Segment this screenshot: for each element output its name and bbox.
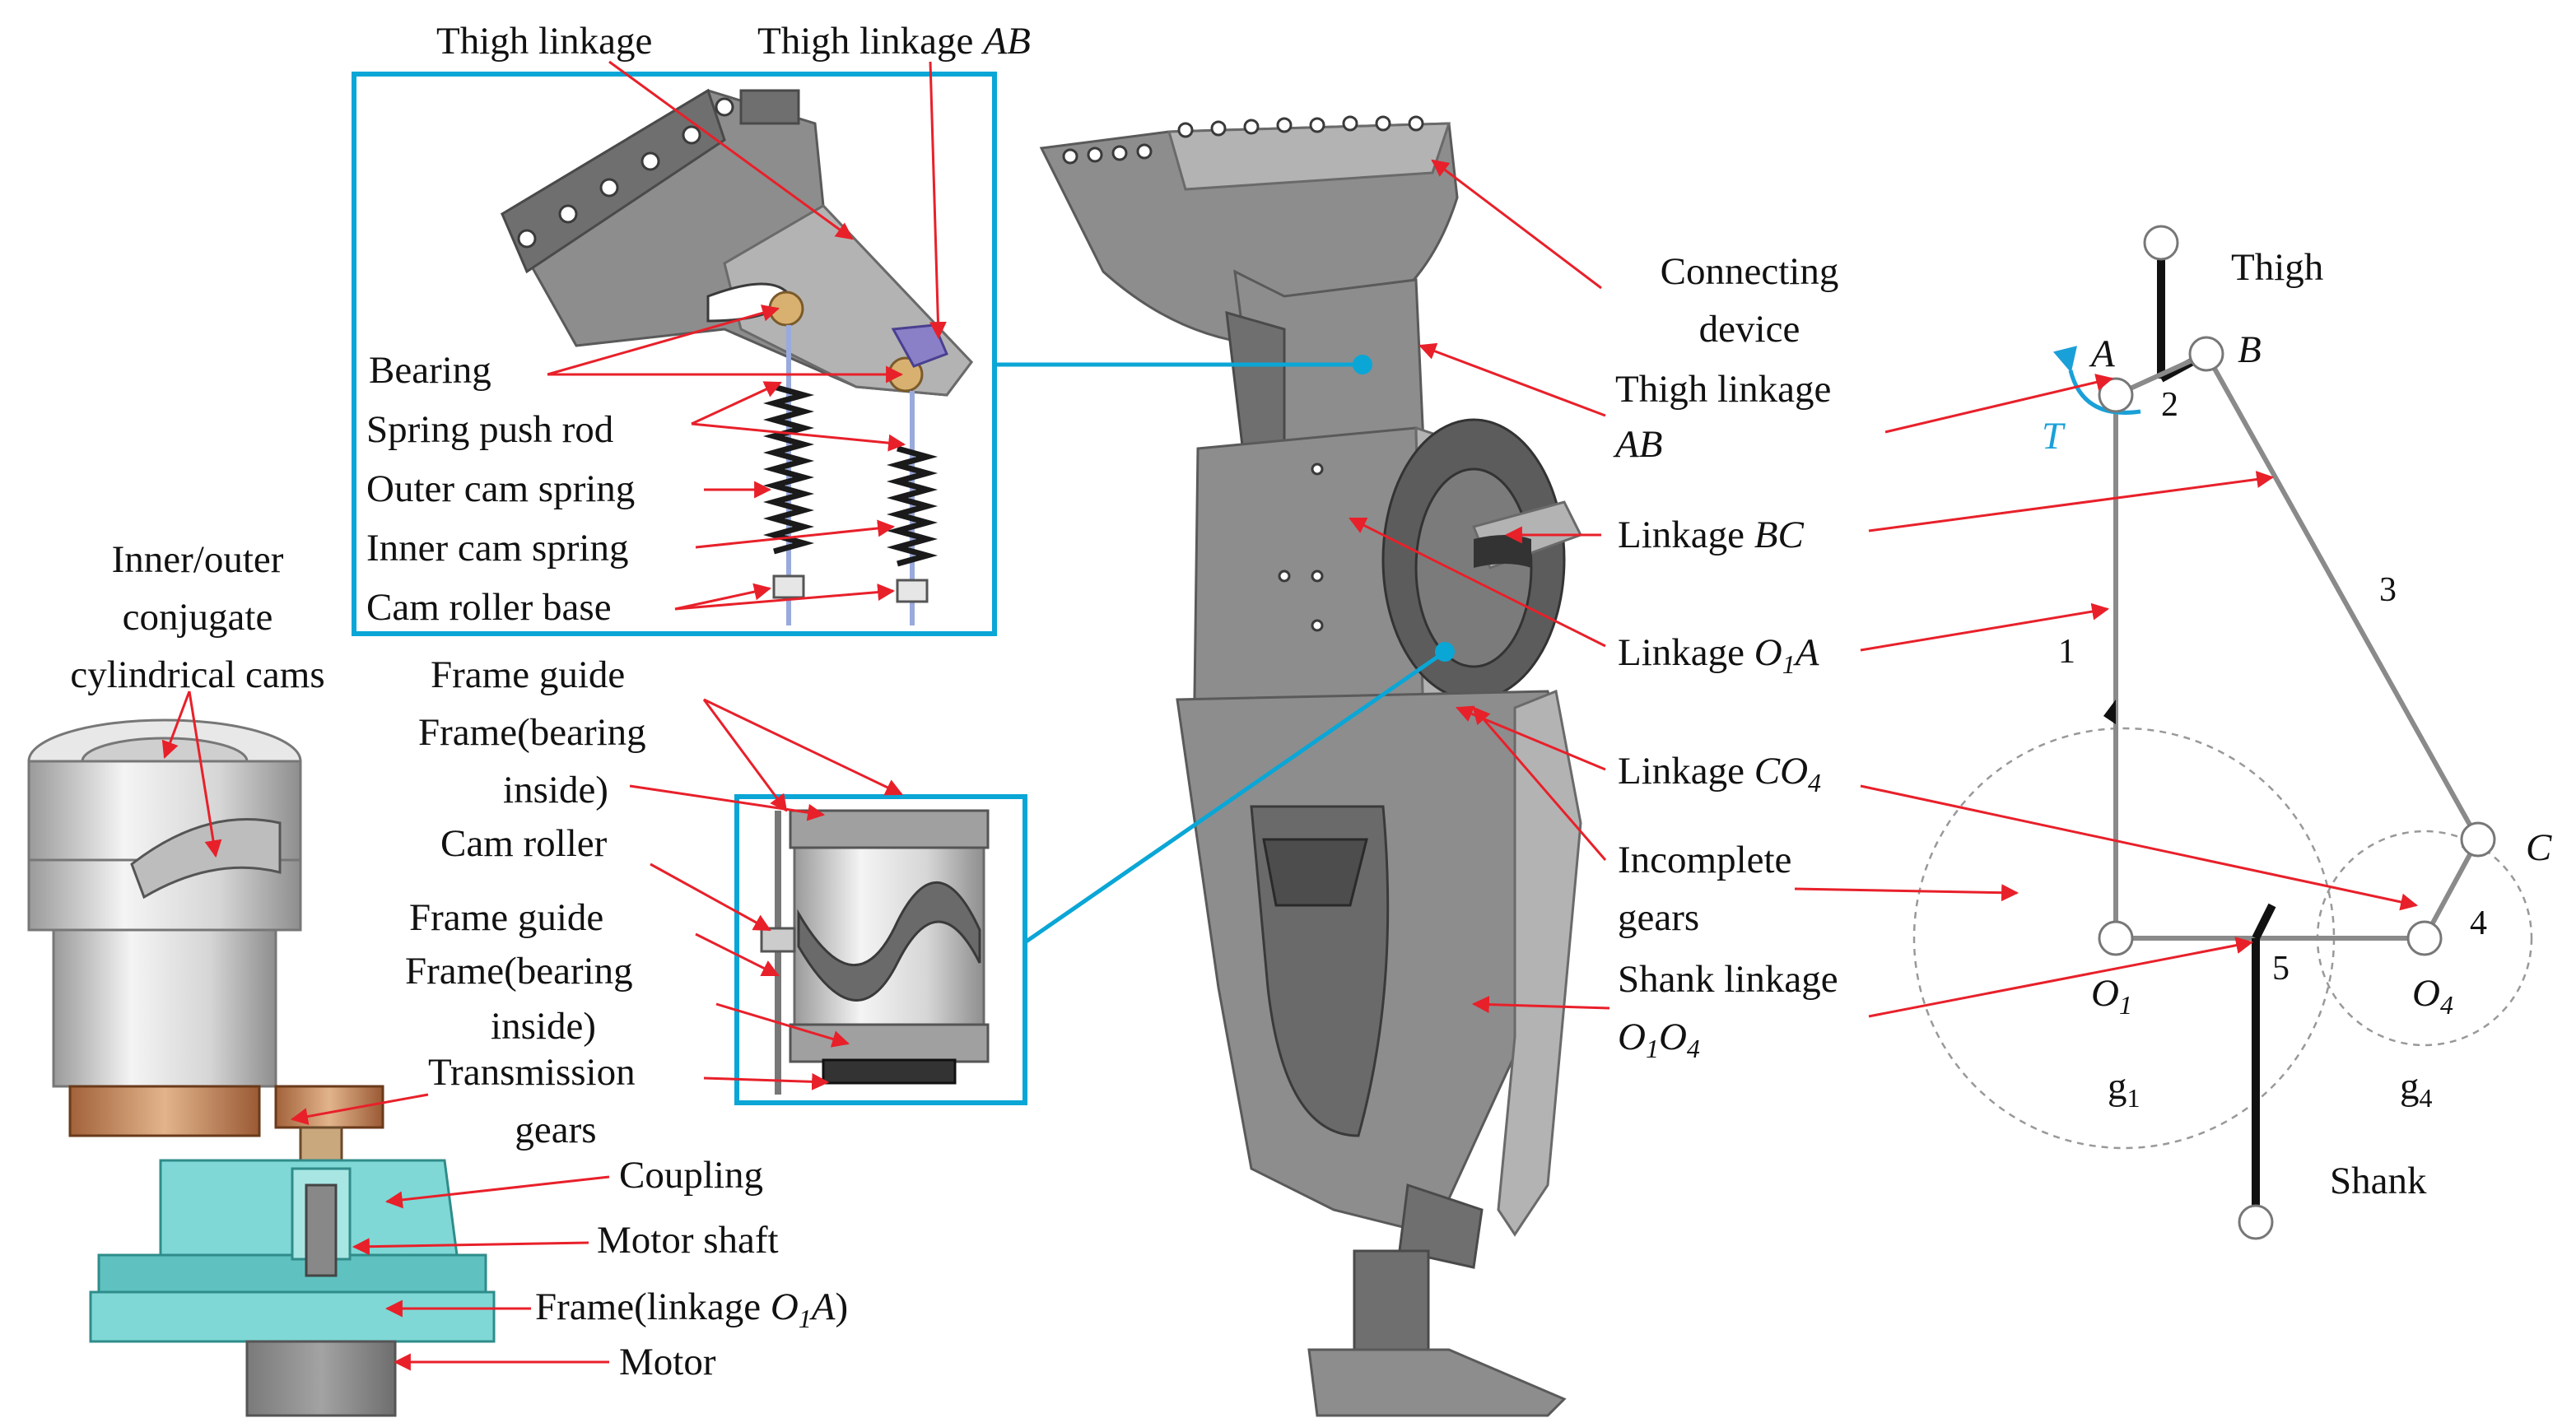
label-coupling: Coupling [619, 1154, 763, 1197]
joint-o1 [2098, 920, 2134, 956]
cam-motor-assembly [27, 718, 496, 1417]
label-connecting-2: device [1699, 308, 1800, 351]
label-incomplete-2: gears [1618, 896, 1699, 939]
label-frame-linkage: Frame(linkage O1A) [535, 1285, 848, 1333]
schematic-link-1: 1 [2058, 633, 2075, 671]
label-bearing: Bearing [369, 349, 491, 392]
label-frame-bearing-1a: Frame(bearing [418, 711, 646, 754]
label-thigh-linkage-ab-2: AB [1613, 423, 1662, 466]
spring-detail-box [352, 72, 997, 636]
label-inner-outer-2: conjugate [123, 596, 273, 639]
link-3 [2204, 352, 2481, 841]
knee-prosthesis-render [1039, 115, 1583, 1417]
link-4 [2422, 838, 2481, 940]
leader-arrows [161, 60, 2419, 1371]
schematic-point-b: B [2238, 328, 2262, 371]
schematic-point-a: A [2089, 332, 2115, 375]
schematic-shank-label: Shank [2330, 1160, 2427, 1202]
label-connecting-1: Connecting [1661, 250, 1839, 293]
schematic-link-5: 5 [2272, 950, 2290, 988]
joint-b [2188, 336, 2224, 372]
label-shank-linkage-1: Shank linkage [1618, 958, 1838, 1001]
label-shank-linkage-2: O1O4 [1618, 1016, 1700, 1063]
label-frame-bearing-2b: inside) [491, 1005, 596, 1048]
label-frame-guide-1: Frame guide [431, 653, 625, 696]
spring-detail-callout [352, 72, 997, 636]
label-inner-outer-3: cylindrical cams [70, 653, 324, 696]
label-thigh-linkage: Thigh linkage [436, 20, 652, 63]
schematic-link-4: 4 [2470, 904, 2487, 942]
connecting-device-holes [1062, 115, 1424, 165]
cam-detail-callout [734, 794, 1027, 1105]
label-spring-push-rod: Spring push rod [366, 408, 613, 451]
label-cam-roller-base: Cam roller base [366, 586, 612, 629]
schematic-torque-t: T [2042, 415, 2066, 458]
label-motor-shaft: Motor shaft [597, 1219, 779, 1262]
label-frame-bearing-2a: Frame(bearing [405, 950, 633, 993]
joint-shank-bottom [2238, 1204, 2274, 1240]
label-frame-bearing-1b: inside) [503, 769, 608, 811]
label-linkage-o1a: Linkage O1A [1618, 631, 1819, 679]
label-linkage-co4: Linkage CO4 [1618, 750, 1821, 797]
label-transmission-1: Transmission [428, 1051, 636, 1094]
joint-o4 [2406, 920, 2443, 956]
label-linkage-bc: Linkage BC [1618, 514, 1804, 556]
label-frame-guide-2: Frame guide [409, 896, 603, 939]
label-inner-cam-spring: Inner cam spring [366, 527, 628, 570]
schematic-link-2: 2 [2161, 386, 2178, 424]
thigh-linkage-part [500, 88, 973, 397]
label-outer-cam-spring: Outer cam spring [366, 467, 635, 510]
linkage-schematic: Thigh Shank A B C T O1 O4 g1 g4 1 2 3 4 … [1912, 225, 2552, 1240]
label-incomplete-1: Incomplete [1618, 839, 1791, 881]
joint-a [2098, 377, 2134, 413]
label-inner-outer-1: Inner/outer [112, 538, 284, 581]
schematic-point-c: C [2526, 826, 2552, 869]
label-thigh-linkage-ab-1: Thigh linkage [1615, 368, 1831, 411]
cam-callout-connector [1023, 649, 1446, 945]
label-cam-roller: Cam roller [440, 822, 608, 865]
cam-detail-box [734, 794, 1027, 1105]
label-transmission-2: gears [515, 1109, 596, 1151]
label-motor: Motor [619, 1341, 716, 1383]
schematic-o1: O1 [2091, 972, 2132, 1020]
joint-c [2460, 821, 2496, 858]
schematic-link-3: 3 [2379, 571, 2397, 609]
schematic-thigh-label: Thigh [2231, 246, 2323, 289]
schematic-g4: g4 [2400, 1065, 2433, 1113]
schematic-g1: g1 [2108, 1065, 2140, 1113]
springs [762, 325, 939, 625]
schematic-o4: O4 [2412, 972, 2453, 1020]
joint-thigh-top [2143, 225, 2179, 261]
